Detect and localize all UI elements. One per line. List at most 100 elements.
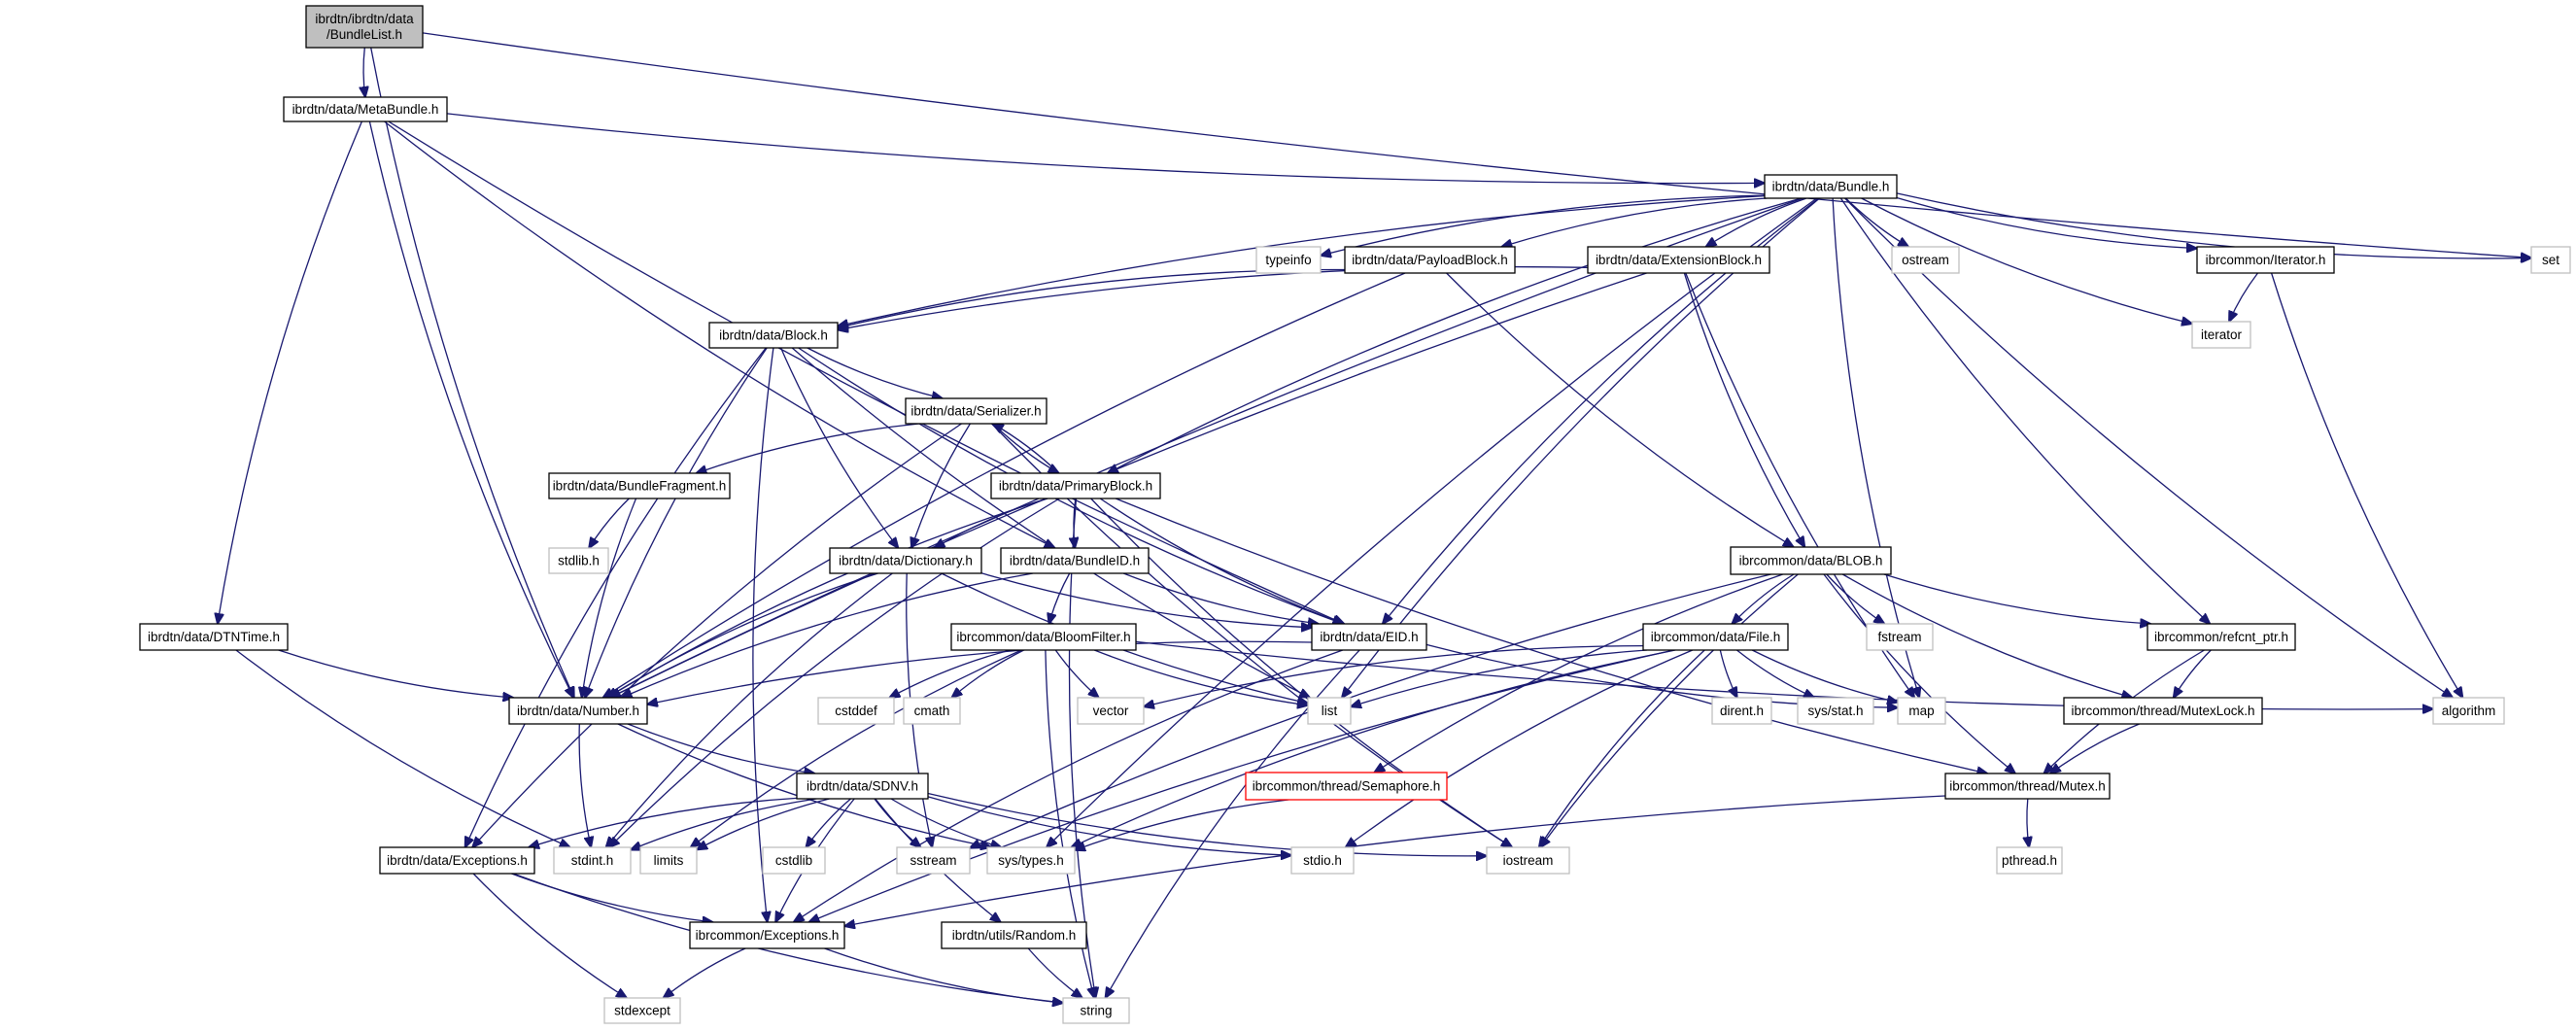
node-bundlefragment[interactable]: ibrdtn/data/BundleFragment.h (548, 472, 731, 499)
edge-bloomfilter-to-cmath (951, 649, 1024, 698)
node-label: set (2542, 253, 2559, 267)
node-dtntime[interactable]: ibrdtn/data/DTNTime.h (139, 623, 289, 651)
node-string: string (1062, 997, 1130, 1024)
node-label: iostream (1503, 853, 1554, 868)
node-label: ibrdtn/data/MetaBundle.h (292, 102, 439, 117)
node-sstream: sstream (896, 846, 971, 875)
node-mutex[interactable]: ibrcommon/thread/Mutex.h (1944, 773, 2111, 800)
node-direnth: dirent.h (1711, 697, 1772, 725)
node-metabundle[interactable]: ibrdtn/data/MetaBundle.h (283, 96, 448, 122)
edge-serializer-to-dataexceptions (472, 423, 962, 847)
edge-dictionary-to-eid (980, 572, 1312, 628)
node-box (1797, 697, 1874, 725)
edge-block-to-dictionary (780, 347, 899, 548)
edge-eid-to-commonexceptions (794, 649, 1344, 922)
node-box (1866, 623, 1934, 651)
node-sdnv[interactable]: ibrdtn/data/SDNV.h (796, 773, 929, 800)
node-fstream: fstream (1866, 623, 1934, 651)
edge-blob-to-iostream (1540, 573, 1799, 847)
node-extensionblock[interactable]: ibrdtn/data/ExtensionBlock.h (1587, 246, 1770, 274)
node-dataexceptions[interactable]: ibrdtn/data/Exceptions.h (379, 846, 535, 875)
node-eid[interactable]: ibrdtn/data/EID.h (1311, 623, 1427, 651)
node-box (1290, 846, 1355, 875)
node-bundleid[interactable]: ibrdtn/data/BundleID.h (1000, 547, 1150, 574)
edge-blob-to-refcnt (1883, 573, 2150, 624)
node-box (1344, 246, 1516, 274)
edge-number-to-stdint (578, 723, 591, 847)
edge-eid-to-string (1106, 649, 1360, 998)
node-iteratorh[interactable]: ibrcommon/Iterator.h (2196, 246, 2335, 274)
node-commonexceptions[interactable]: ibrcommon/Exceptions.h (689, 921, 845, 949)
node-label: sys/types.h (998, 853, 1064, 868)
node-label: ibrdtn/data/PrimaryBlock.h (999, 479, 1152, 494)
edge-bundlefragment-to-number (582, 498, 637, 698)
edge-metabundle-to-dtntime (218, 120, 362, 624)
node-box (1062, 997, 1130, 1024)
node-mutexlock[interactable]: ibrcommon/thread/MutexLock.h (2063, 697, 2263, 725)
node-box (2191, 321, 2251, 349)
node-file[interactable]: ibrcommon/data/File.h (1642, 623, 1789, 651)
node-label: pthread.h (2002, 853, 2057, 868)
node-box (508, 697, 648, 725)
node-label: cstdlib (775, 853, 812, 868)
edge-sdnv-to-stdio (927, 796, 1291, 855)
edge-dataexceptions-to-commonexceptions (511, 873, 712, 922)
node-label: ibrcommon/thread/Mutex.h (1949, 779, 2106, 794)
edge-metabundle-to-bundle (446, 113, 1765, 184)
edge-primaryblock-to-serializer (993, 424, 1060, 474)
node-payloadblock[interactable]: ibrdtn/data/PayloadBlock.h (1344, 246, 1516, 274)
edge-block-to-dataexceptions (465, 347, 767, 847)
node-dictionary[interactable]: ibrdtn/data/Dictionary.h (829, 547, 982, 574)
node-refcnt[interactable]: ibrcommon/refcnt_ptr.h (2147, 623, 2296, 651)
node-random[interactable]: ibrdtn/utils/Random.h (941, 921, 1087, 949)
node-number[interactable]: ibrdtn/data/Number.h (508, 697, 648, 725)
node-label: cstddef (835, 704, 877, 718)
node-box (817, 697, 895, 725)
node-box (548, 547, 609, 574)
node-box (829, 547, 982, 574)
edge-metabundle-to-number (368, 120, 573, 698)
edge-blob-to-mutexlock (1841, 573, 2132, 698)
node-cmath: cmath (903, 697, 961, 725)
node-pthread: pthread.h (1996, 846, 2063, 875)
edge-bundle-to-primaryblock (1108, 197, 1802, 473)
node-label: sys/stat.h (1807, 704, 1863, 718)
node-ostream: ostream (1891, 246, 1960, 274)
node-stdio: stdio.h (1290, 846, 1355, 875)
node-box (139, 623, 289, 651)
node-stdlib: stdlib.h (548, 547, 609, 574)
node-serializer[interactable]: ibrdtn/data/Serializer.h (905, 397, 1048, 425)
node-label: ibrcommon/thread/Semaphore.h (1253, 779, 1441, 794)
node-blob[interactable]: ibrcommon/data/BLOB.h (1730, 546, 1892, 575)
edge-bundle-to-algorithm (1844, 197, 2454, 698)
node-box (2432, 697, 2505, 725)
edge-block-to-serializer (807, 347, 943, 398)
node-bloomfilter[interactable]: ibrcommon/data/BloomFilter.h (950, 623, 1137, 651)
node-box (1245, 772, 1448, 801)
node-box (986, 846, 1076, 875)
node-box (1307, 697, 1352, 725)
node-bundle[interactable]: ibrdtn/data/Bundle.h (1764, 174, 1898, 199)
node-box (2147, 623, 2296, 651)
node-label: ibrcommon/Iterator.h (2206, 253, 2326, 267)
node-bundlelist[interactable]: ibrdtn/ibrdtn/data/BundleList.h (305, 5, 424, 49)
node-label: ibrdtn/data/PayloadBlock.h (1352, 253, 1508, 267)
node-label: ibrdtn/data/ExtensionBlock.h (1596, 253, 1762, 267)
node-stdint: stdint.h (553, 846, 632, 875)
node-label: dirent.h (1720, 704, 1764, 718)
edge-refcnt-to-mutexlock (2174, 649, 2212, 698)
node-typeinfo: typeinfo (1255, 246, 1322, 274)
edge-extensionblock-to-block (838, 265, 1589, 330)
node-map: map (1897, 697, 1946, 725)
edge-file-to-vector (1144, 644, 1644, 707)
node-semaphore[interactable]: ibrcommon/thread/Semaphore.h (1245, 772, 1448, 801)
node-label: ibrdtn/data/BundleFragment.h (553, 479, 727, 494)
node-primaryblock[interactable]: ibrdtn/data/PrimaryBlock.h (990, 472, 1161, 499)
node-block[interactable]: ibrdtn/data/Block.h (708, 322, 839, 349)
edge-blob-to-fstream (1826, 573, 1885, 624)
edge-block-to-eid (798, 347, 1344, 624)
edge-metabundle-to-bundleid (384, 120, 1055, 548)
node-box (1486, 846, 1570, 875)
edge-dtntime-to-number (278, 649, 514, 698)
edge-bundlelist-to-set (422, 32, 2531, 258)
